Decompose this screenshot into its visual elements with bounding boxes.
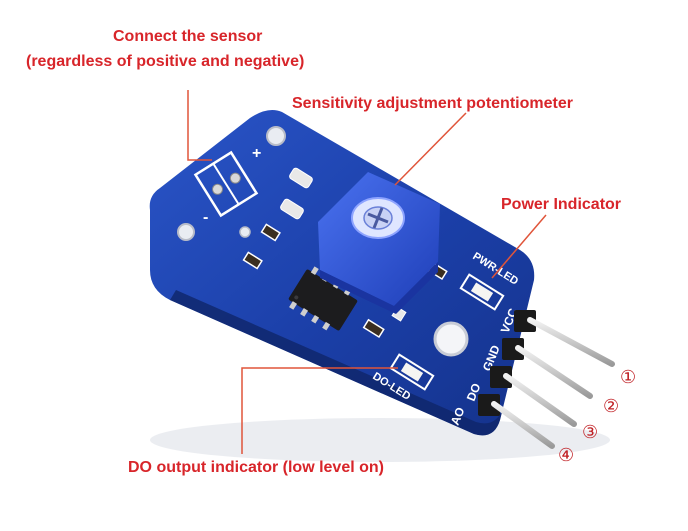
mounting-hole-right bbox=[433, 321, 469, 357]
callout-line-do bbox=[241, 367, 398, 454]
header-pin-2 bbox=[502, 338, 593, 399]
power-led bbox=[459, 273, 505, 311]
callout-line-sensor bbox=[187, 90, 212, 161]
potentiometer bbox=[318, 172, 440, 314]
silk-plus: + bbox=[252, 145, 261, 162]
silk-minus: - bbox=[203, 209, 208, 226]
header-pins bbox=[478, 310, 615, 449]
label-power-indicator: Power Indicator bbox=[501, 196, 622, 213]
label-sensitivity: Sensitivity adjustment potentiometer bbox=[292, 95, 573, 112]
header-pin-4 bbox=[478, 394, 555, 449]
pcb-edge bbox=[170, 290, 503, 436]
sensor-connector bbox=[193, 150, 259, 218]
header-pin-3 bbox=[490, 366, 577, 427]
mounting-hole-top bbox=[266, 126, 286, 146]
label-connect-sensor-line2: (regardless of positive and negative) bbox=[26, 53, 305, 70]
mounting-hole-left bbox=[177, 223, 195, 241]
pin-number-4: ④ bbox=[558, 445, 575, 466]
pin-number-1: ① bbox=[620, 367, 637, 388]
do-led bbox=[389, 353, 435, 391]
label-connect-sensor-line1: Connect the sensor bbox=[113, 28, 263, 45]
pin-number-3: ③ bbox=[582, 422, 599, 443]
silk-ao: AO bbox=[448, 405, 468, 427]
mounting-hole-small bbox=[239, 226, 251, 238]
pin-number-2: ② bbox=[603, 396, 620, 417]
callout-line-potentiometer bbox=[394, 112, 467, 186]
callout-line-power bbox=[491, 214, 547, 279]
callout-lines bbox=[187, 90, 547, 454]
header-pin-1 bbox=[514, 310, 615, 367]
label-do-indicator: DO output indicator (low level on) bbox=[128, 459, 384, 476]
